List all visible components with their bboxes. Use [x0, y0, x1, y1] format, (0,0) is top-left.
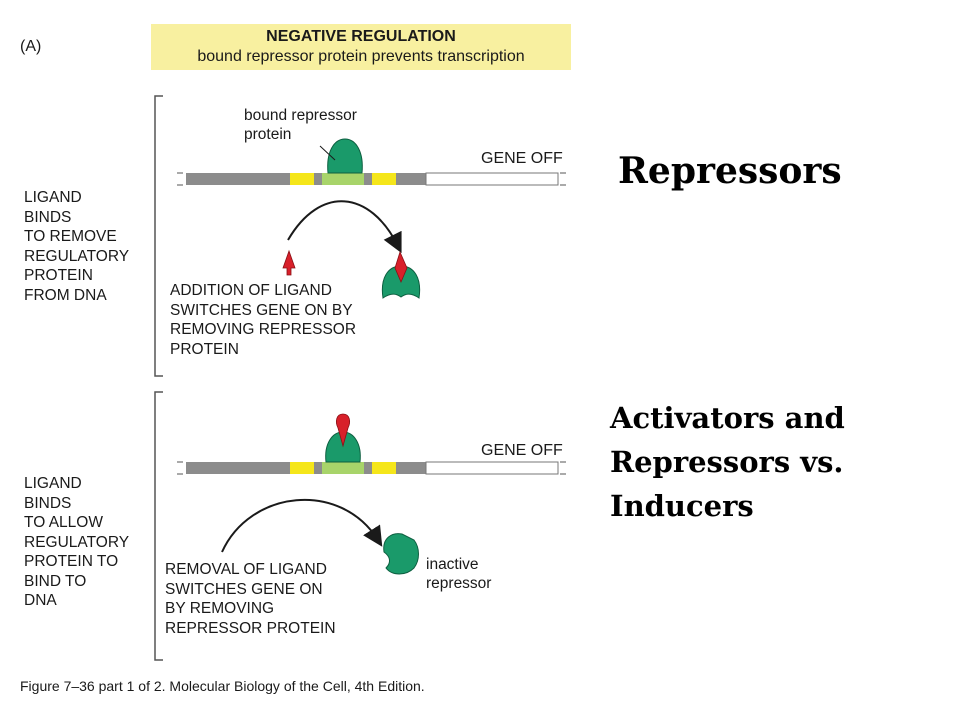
slide-subtitle-line: Activators and [610, 401, 845, 435]
bottom-side-line: PROTEIN TO [24, 553, 119, 570]
top-side-line: LIGAND [24, 189, 82, 206]
bottom-side-label: LIGAND BINDS TO ALLOW REGULATORY PROTEIN… [24, 474, 129, 611]
bottom-side-line: BINDS [24, 494, 72, 512]
inactive-label-line: inactive [426, 556, 479, 573]
bound-repressor-top [327, 138, 363, 174]
operator-right [372, 173, 396, 185]
bottom-gene-status: GENE OFF [481, 442, 563, 459]
operator-left [290, 173, 314, 185]
slide-subtitle: Activators and Repressors vs. Inducers [610, 396, 845, 528]
top-dna [177, 172, 566, 186]
top-side-line: TO REMOVE [24, 228, 117, 245]
top-bracket [154, 95, 163, 377]
top-side-line: REGULATORY [24, 247, 130, 265]
top-caption-line: PROTEIN [170, 340, 239, 358]
top-curved-arrow [287, 200, 402, 254]
bottom-side-line: BIND TO [24, 572, 87, 590]
callout-line-1: bound repressor [244, 107, 357, 124]
negative-regulation-banner: NEGATIVE REGULATION bound repressor prot… [151, 24, 571, 70]
top-gene-status: GENE OFF [481, 150, 563, 167]
top-caption-line: REMOVING REPRESSOR [170, 321, 357, 338]
bottom-caption: REMOVAL OF LIGAND SWITCHES GENE ON BY RE… [165, 560, 336, 638]
bottom-side-line: REGULATORY [24, 533, 130, 551]
inactive-repressor-label: inactive repressor [426, 555, 491, 593]
bottom-caption-line: REPRESSOR PROTEIN [165, 619, 336, 637]
ligand-on-repressor [394, 250, 408, 284]
ligand-bottom [336, 413, 350, 448]
bottom-side-line: LIGAND [24, 475, 82, 492]
inactive-label-line: repressor [426, 575, 492, 592]
inactive-repressor [383, 533, 419, 575]
bound-repressor-callout: bound repressor protein [244, 106, 357, 144]
top-side-line: BINDS [24, 208, 72, 226]
ligand-top [282, 249, 296, 276]
bottom-dna [177, 461, 566, 475]
bottom-side-line: TO ALLOW [24, 514, 103, 531]
bottom-curved-arrow [221, 498, 383, 553]
top-caption: ADDITION OF LIGAND SWITCHES GENE ON BY R… [170, 281, 356, 359]
callout-line [319, 145, 336, 161]
top-side-line: PROTEIN [24, 267, 93, 284]
slide-title: Repressors [618, 150, 842, 192]
top-side-line: FROM DNA [24, 286, 107, 304]
slide-subtitle-line: Repressors vs. [610, 445, 844, 479]
slide-subtitle-line: Inducers [610, 489, 754, 523]
top-caption-line: SWITCHES GENE ON BY [170, 301, 353, 319]
callout-line-2: protein [244, 126, 292, 143]
top-caption-line: ADDITION OF LIGAND [170, 282, 332, 299]
bottom-side-line: DNA [24, 592, 57, 609]
bottom-caption-line: BY REMOVING [165, 600, 275, 617]
bottom-bracket [154, 391, 163, 661]
bottom-caption-line: REMOVAL OF LIGAND [165, 561, 327, 578]
operator-center [322, 173, 364, 185]
figure-caption: Figure 7–36 part 1 of 2. Molecular Biolo… [20, 678, 425, 694]
banner-title: NEGATIVE REGULATION [266, 28, 456, 45]
top-side-label: LIGAND BINDS TO REMOVE REGULATORY PROTEI… [24, 188, 129, 305]
bottom-caption-line: SWITCHES GENE ON [165, 580, 323, 598]
panel-label: (A) [20, 38, 42, 55]
banner-subtitle: bound repressor protein prevents transcr… [197, 48, 525, 65]
